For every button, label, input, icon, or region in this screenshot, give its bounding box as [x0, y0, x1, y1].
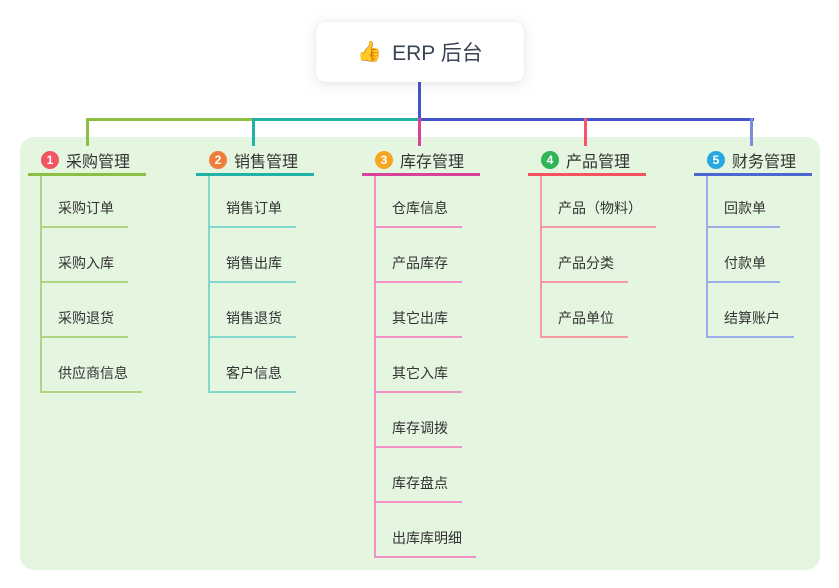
root-node[interactable]: 👍 ERP 后台: [316, 22, 524, 82]
children-group: 销售订单 销售出库 销售退货 客户信息: [208, 176, 296, 393]
branch-number-badge: 1: [41, 150, 59, 169]
thumbs-up-icon: 👍: [357, 41, 383, 63]
branch-number-badge: 4: [541, 150, 559, 169]
branch-label: 财务管理: [732, 153, 797, 171]
child-node[interactable]: 库存盘点: [376, 448, 476, 503]
child-label: 回款单: [708, 198, 780, 228]
content-panel: [20, 137, 820, 570]
branch-sales: 2 销售管理 销售订单 销售出库 销售退货 客户信息: [196, 146, 314, 393]
trunk-horizontal-mid-connector: [254, 118, 421, 121]
child-node[interactable]: 销售退货: [210, 283, 296, 338]
child-label: 产品单位: [542, 308, 628, 338]
child-node[interactable]: 销售订单: [210, 176, 296, 228]
branch-drop-connector: [584, 118, 587, 146]
child-node[interactable]: 销售出库: [210, 228, 296, 283]
child-label: 付款单: [708, 253, 780, 283]
child-node[interactable]: 其它出库: [376, 283, 476, 338]
child-label: 采购退货: [42, 308, 128, 338]
root-label: ERP 后台: [392, 42, 483, 65]
child-node[interactable]: 产品单位: [542, 283, 656, 338]
child-node[interactable]: 产品（物料）: [542, 176, 656, 228]
child-label: 结算账户: [708, 308, 794, 338]
trunk-horizontal-right-connector: [420, 118, 754, 121]
branch-drop-connector: [750, 118, 753, 146]
trunk-vertical-connector: [418, 82, 421, 119]
children-group: 采购订单 采购入库 采购退货 供应商信息: [40, 176, 142, 393]
child-label: 产品库存: [376, 253, 462, 283]
branch-drop-connector: [252, 118, 255, 146]
child-label: 采购订单: [42, 198, 128, 228]
child-label: 其它入库: [376, 363, 462, 393]
child-label: 其它出库: [376, 308, 462, 338]
branch-purchase: 1 采购管理 采购订单 采购入库 采购退货 供应商信息: [28, 146, 146, 393]
children-group: 产品（物料） 产品分类 产品单位: [540, 176, 656, 338]
branch-number-badge: 5: [707, 150, 725, 169]
branch-number-badge: 2: [209, 150, 227, 169]
children-group: 回款单 付款单 结算账户: [706, 176, 794, 338]
child-node[interactable]: 回款单: [708, 176, 794, 228]
branch-inventory: 3 库存管理 仓库信息 产品库存 其它出库 其它入库 库存调拨 库存盘点: [362, 146, 480, 558]
branch-finance: 5 财务管理 回款单 付款单 结算账户: [694, 146, 812, 338]
child-node[interactable]: 采购入库: [42, 228, 142, 283]
child-node[interactable]: 采购退货: [42, 283, 142, 338]
children-group: 仓库信息 产品库存 其它出库 其它入库 库存调拨 库存盘点 出库库明细: [374, 176, 476, 558]
child-label: 仓库信息: [376, 198, 462, 228]
child-label: 销售订单: [210, 198, 296, 228]
child-label: 库存盘点: [376, 473, 462, 503]
branch-label: 销售管理: [234, 153, 299, 171]
branch-label: 采购管理: [66, 153, 131, 171]
child-node[interactable]: 产品分类: [542, 228, 656, 283]
trunk-horizontal-left-connector: [86, 118, 255, 121]
branch-header[interactable]: 3 库存管理: [362, 146, 480, 176]
child-label: 供应商信息: [42, 363, 142, 393]
child-label: 销售退货: [210, 308, 296, 338]
child-label: 产品（物料）: [542, 198, 656, 228]
branch-header[interactable]: 5 财务管理: [694, 146, 812, 176]
child-label: 销售出库: [210, 253, 296, 283]
child-label: 产品分类: [542, 253, 628, 283]
child-node[interactable]: 产品库存: [376, 228, 476, 283]
child-node[interactable]: 其它入库: [376, 338, 476, 393]
branch-header[interactable]: 4 产品管理: [528, 146, 646, 176]
branch-label: 产品管理: [566, 153, 631, 171]
branch-product: 4 产品管理 产品（物料） 产品分类 产品单位: [528, 146, 656, 338]
child-node[interactable]: 出库库明细: [376, 503, 476, 558]
branch-drop-connector: [86, 118, 89, 146]
child-label: 出库库明细: [376, 528, 476, 558]
branch-label: 库存管理: [400, 153, 465, 171]
child-node[interactable]: 采购订单: [42, 176, 142, 228]
branch-drop-connector: [418, 118, 421, 146]
child-label: 库存调拨: [376, 418, 462, 448]
child-node[interactable]: 付款单: [708, 228, 794, 283]
branch-number-badge: 3: [375, 150, 393, 169]
child-node[interactable]: 仓库信息: [376, 176, 476, 228]
child-node[interactable]: 库存调拨: [376, 393, 476, 448]
child-node[interactable]: 结算账户: [708, 283, 794, 338]
branch-header[interactable]: 2 销售管理: [196, 146, 314, 176]
branch-header[interactable]: 1 采购管理: [28, 146, 146, 176]
child-node[interactable]: 供应商信息: [42, 338, 142, 393]
child-node[interactable]: 客户信息: [210, 338, 296, 393]
child-label: 客户信息: [210, 363, 296, 393]
child-label: 采购入库: [42, 253, 128, 283]
